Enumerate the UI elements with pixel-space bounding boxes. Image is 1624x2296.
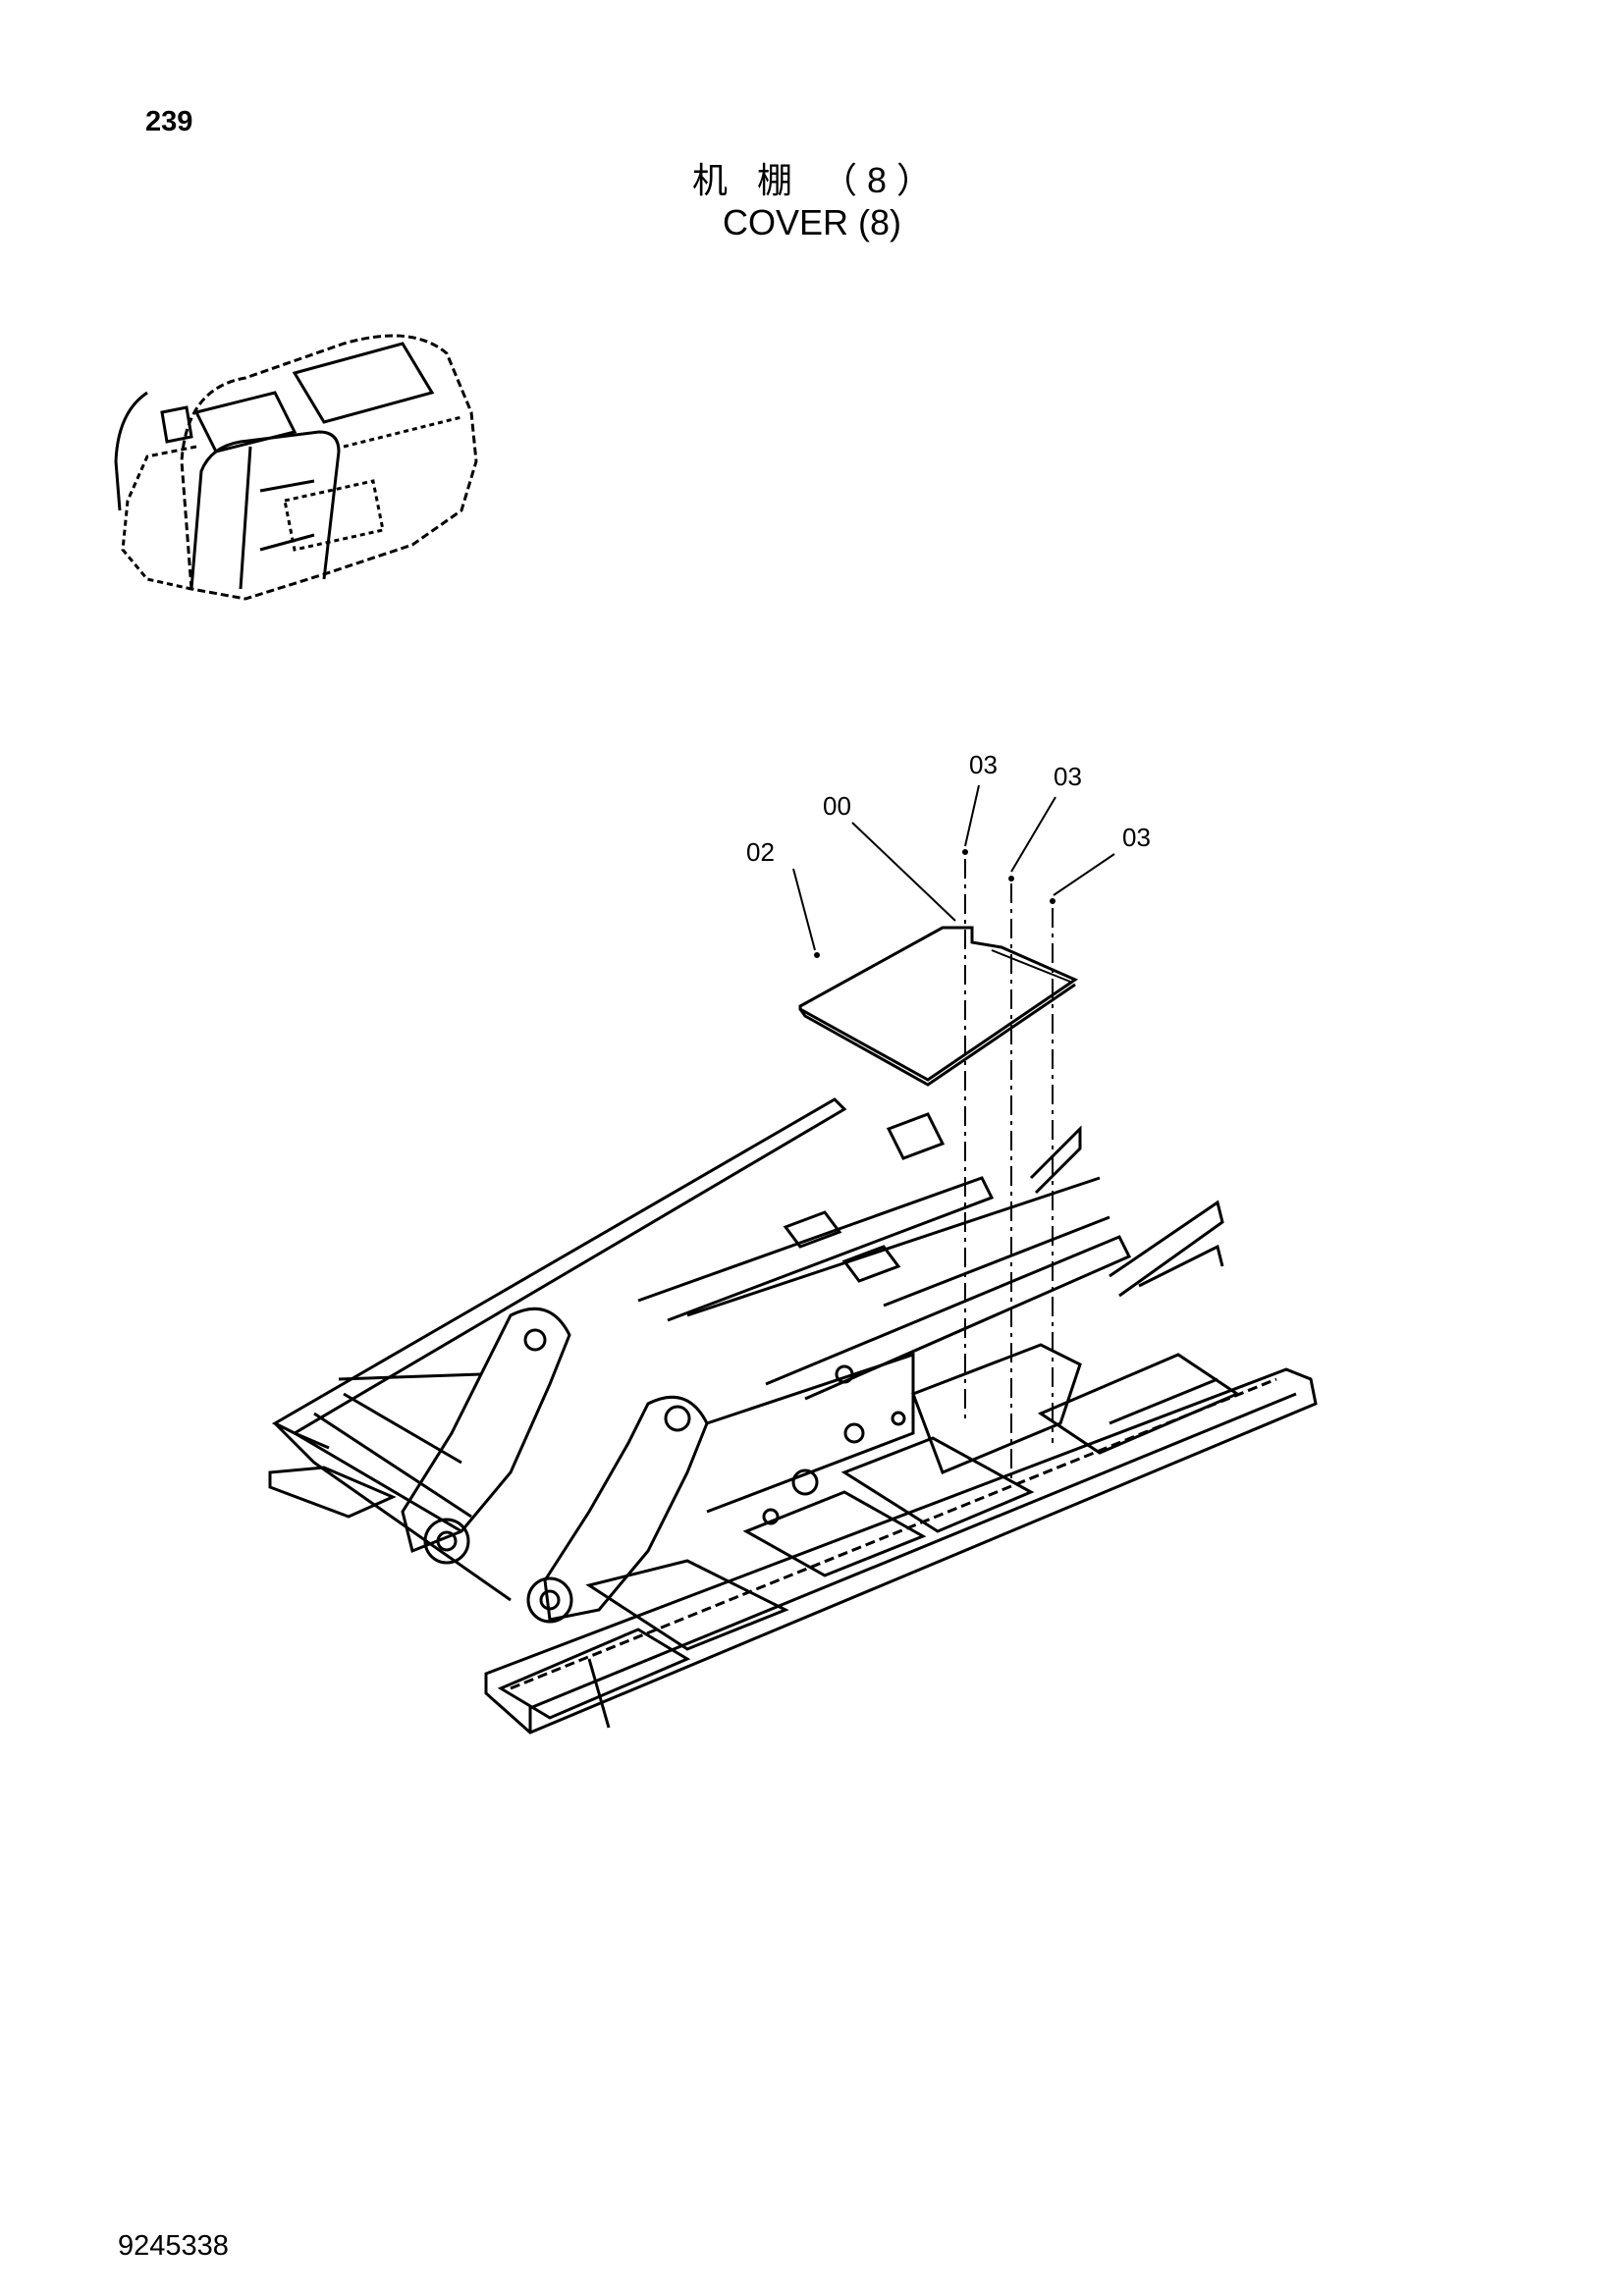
callout-03-c: 03: [1122, 823, 1151, 852]
title-chinese: 机 棚 （8）: [691, 160, 943, 200]
revolving-frame: [268, 1097, 1318, 1735]
bolt-fasteners: [814, 849, 1056, 958]
title-english: COVER (8): [722, 202, 902, 242]
callout-02: 02: [746, 837, 775, 867]
callout-00: 00: [823, 791, 851, 821]
document-number: 9245338: [118, 2230, 229, 2262]
page-number: 239: [145, 106, 193, 137]
key-map-thumbnail: [114, 334, 478, 601]
callout-labels: 03 03 03 00 02: [746, 750, 1151, 867]
callout-03-a: 03: [969, 750, 998, 779]
leader-lines: [792, 784, 1115, 951]
callout-03-b: 03: [1054, 762, 1082, 791]
cover-plate: [798, 926, 1079, 1087]
